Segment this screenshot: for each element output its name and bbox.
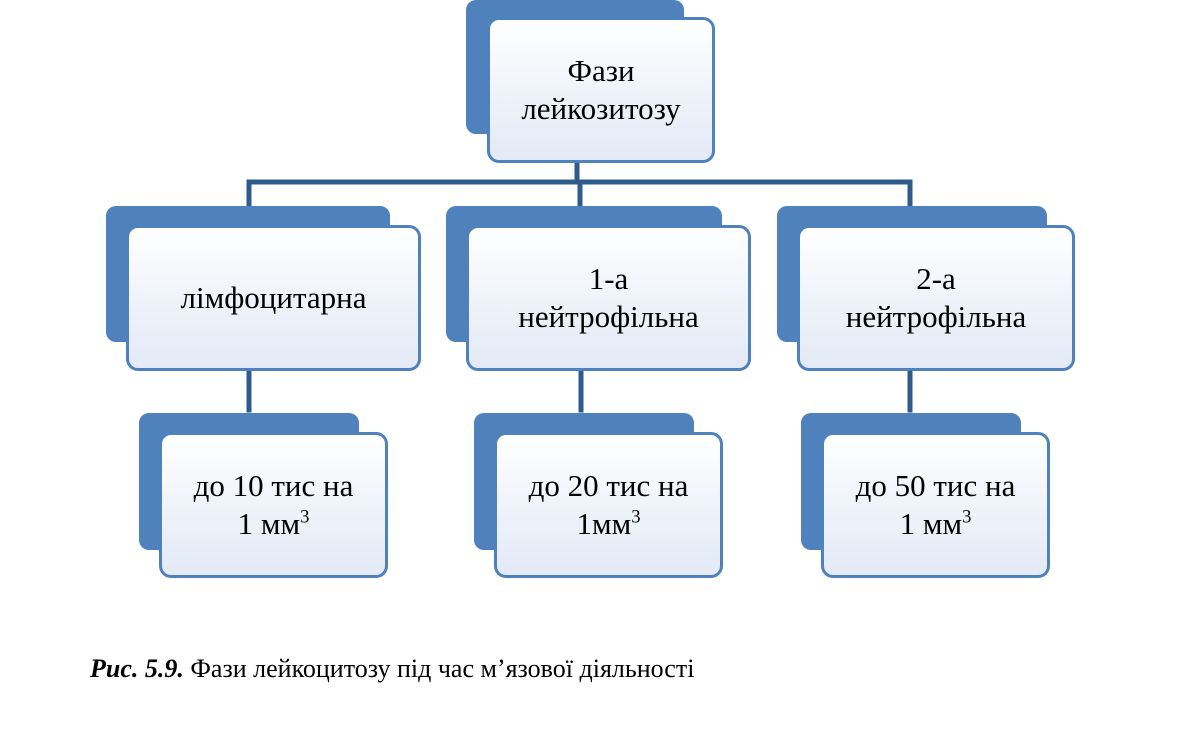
count2-line1: до 20 тис на xyxy=(528,468,689,504)
phase3-title-line1: 2-а xyxy=(916,261,956,297)
count3-line2: 1 мм3 xyxy=(899,506,972,541)
count3-line1: до 50 тис на xyxy=(855,468,1016,504)
phase1-title-line1: лімфоцитарна xyxy=(180,280,367,316)
figure-caption: Рис. 5.9. Фази лейкоцитозу під час м’язо… xyxy=(90,654,694,684)
count2-line2: 1мм3 xyxy=(576,506,641,541)
root-title-line1: Фази xyxy=(567,53,635,89)
phase1-node-box: лімфоцитарна xyxy=(126,225,421,371)
count2-superscript: 3 xyxy=(631,506,641,528)
count3-superscript: 3 xyxy=(962,506,972,528)
count1-node-box: до 10 тис на 1 мм3 xyxy=(159,432,388,578)
count1-superscript: 3 xyxy=(300,506,310,528)
count1-line2: 1 мм3 xyxy=(237,506,310,541)
phase2-title-line1: 1-а xyxy=(588,261,629,297)
figure-caption-text: Фази лейкоцитозу під час м’язової діяльн… xyxy=(183,654,695,683)
phase2-title-line2: нейтрофільна xyxy=(518,299,699,334)
figure-caption-label: Рис. 5.9. xyxy=(90,654,184,683)
phase3-node-box: 2-а нейтрофільна xyxy=(797,225,1075,371)
count2-node-box: до 20 тис на 1мм3 xyxy=(494,432,723,578)
count1-line1: до 10 тис на xyxy=(193,468,354,504)
phase2-node-box: 1-а нейтрофільна xyxy=(466,225,751,371)
count3-node-box: до 50 тис на 1 мм3 xyxy=(821,432,1050,578)
phase3-title-line2: нейтрофільна xyxy=(845,299,1027,334)
root-title-line2: лейкозитозу xyxy=(521,91,681,126)
leukocytosis-diagram: Фази лейкозитозу лімфоцитарна 1-а нейтро… xyxy=(106,0,1075,578)
root-node-box: Фази лейкозитозу xyxy=(487,17,715,163)
